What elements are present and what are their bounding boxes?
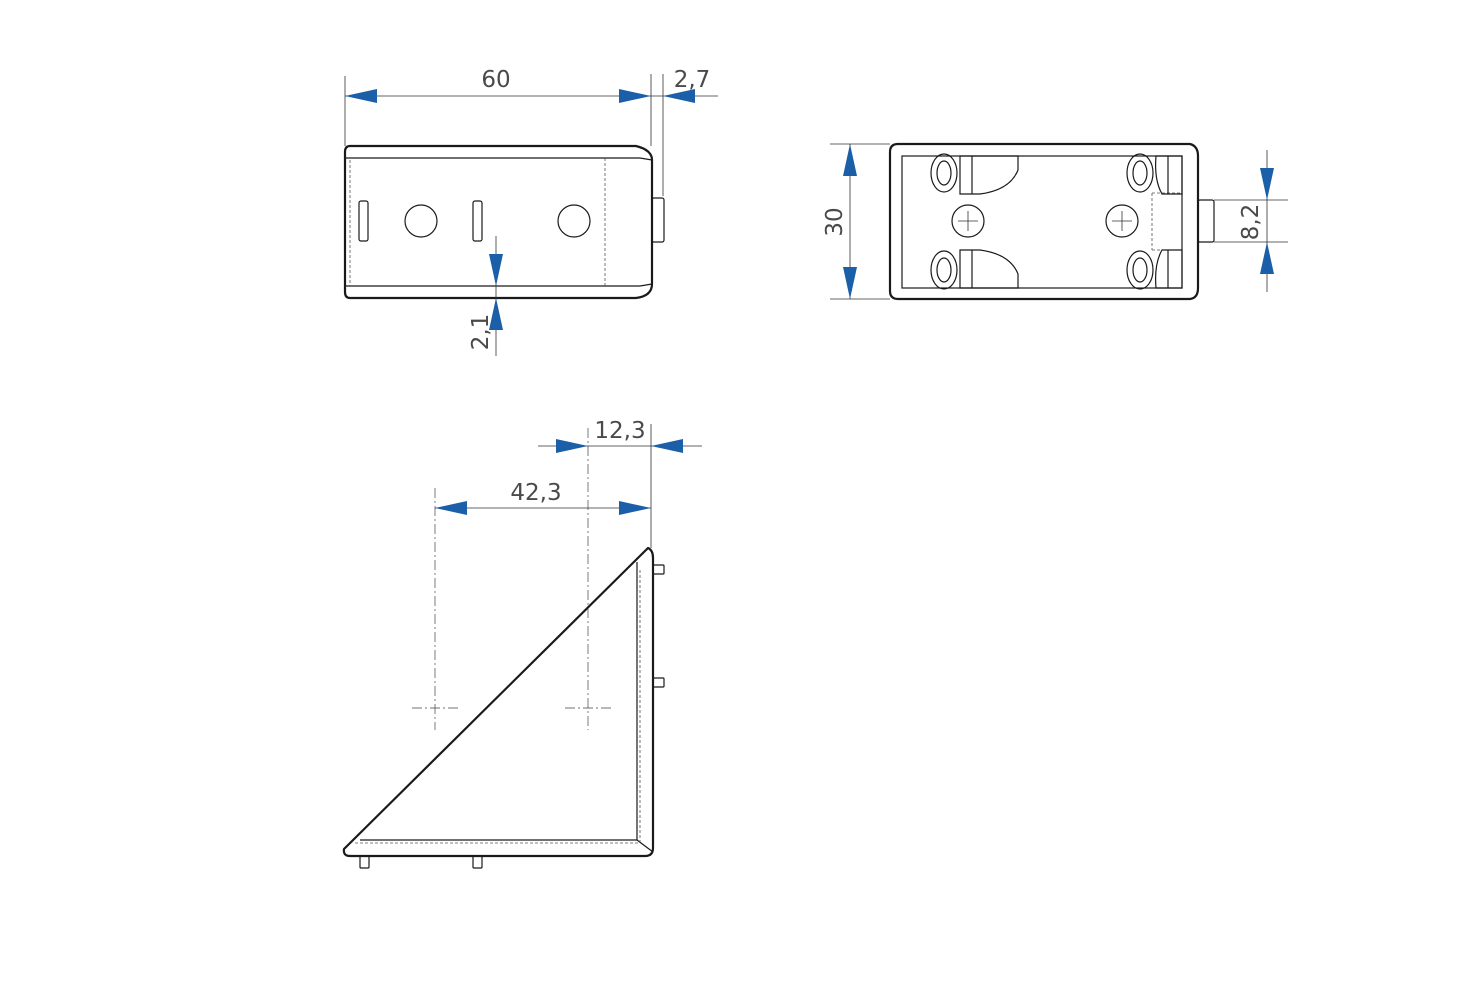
plan-pin-right-2 [652, 677, 665, 688]
dim-front-width: 60 [481, 67, 510, 93]
dim-front-offset: 2,7 [674, 67, 711, 93]
side-boss-br [1126, 249, 1183, 290]
plan-view: 42,3 12,3 [342, 418, 702, 869]
side-hole-1 [951, 204, 985, 238]
side-view-outline [888, 142, 1200, 301]
side-boss-bl [930, 249, 1019, 290]
dim-side-pin: 8,2 [1238, 204, 1264, 241]
dim-plan-edge: 12,3 [594, 418, 645, 444]
side-boss-tl [930, 153, 1019, 195]
side-view: 30 8,2 [822, 142, 1288, 301]
side-pin [1197, 199, 1215, 243]
dim-front-gap: 2,1 [468, 314, 494, 351]
front-slot-1 [358, 200, 369, 242]
plan-pin-bottom-2 [472, 855, 483, 869]
front-hole-1 [404, 204, 438, 238]
front-view-outline [343, 144, 654, 300]
plan-pin-right-1 [652, 564, 665, 575]
front-slot-2 [472, 200, 483, 242]
front-pin [651, 197, 665, 243]
dim-plan-spacing: 42,3 [510, 480, 561, 506]
dim-side-height: 30 [822, 207, 848, 236]
front-view: 60 2,7 2,1 [343, 67, 718, 356]
front-hole-2 [557, 204, 591, 238]
plan-view-outline [342, 546, 655, 858]
side-boss-tr [1126, 153, 1183, 195]
plan-pin-bottom-1 [359, 855, 370, 869]
side-hole-2 [1105, 204, 1139, 238]
